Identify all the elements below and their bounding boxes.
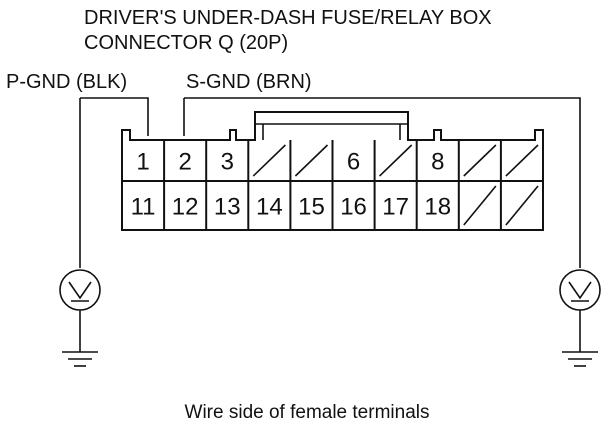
- caption: Wire side of female terminals: [185, 402, 430, 423]
- s-gnd-label: S-GND (BRN): [186, 71, 312, 93]
- p-gnd-wire: [80, 97, 149, 136]
- pin-number: 6: [347, 149, 360, 176]
- pin-number: 14: [256, 194, 283, 221]
- connector-bottom-row: 11 12 13 14 15 16 17 18: [131, 181, 539, 230]
- unused-cavity-slash: [505, 144, 539, 177]
- pin-number: 12: [172, 194, 199, 221]
- p-gnd-label: P-GND (BLK): [6, 71, 127, 93]
- unused-cavity-slash: [463, 185, 497, 226]
- pin-number: 1: [136, 149, 149, 176]
- title-line-1: DRIVER'S UNDER-DASH FUSE/RELAY BOX: [84, 7, 492, 29]
- unused-cavity-slash: [252, 144, 286, 177]
- voltmeter-icon-right: [559, 269, 601, 311]
- pin-number: 11: [131, 194, 156, 221]
- pin-number: 15: [298, 194, 325, 221]
- unused-cavity-slash: [505, 185, 539, 226]
- ground-icon-left: [62, 351, 98, 367]
- pin-number: 18: [424, 194, 451, 221]
- ground-icon-right: [562, 351, 598, 367]
- s-gnd-wire: [184, 97, 581, 268]
- pin-number: 16: [340, 194, 367, 221]
- unused-cavity-slash: [379, 144, 413, 177]
- unused-cavity-slash: [294, 144, 329, 177]
- pin-number: 13: [214, 194, 241, 221]
- connector-top-row: 1 2 3 6 8: [136, 140, 539, 181]
- pin-number: 17: [382, 194, 409, 221]
- title-line-2: CONNECTOR Q (20P): [84, 32, 288, 54]
- pin-number: 8: [431, 149, 444, 176]
- voltmeter-icon-left: [59, 269, 101, 311]
- unused-cavity-slash: [463, 144, 497, 177]
- pin-number: 2: [178, 149, 191, 176]
- pin-number: 3: [221, 149, 234, 176]
